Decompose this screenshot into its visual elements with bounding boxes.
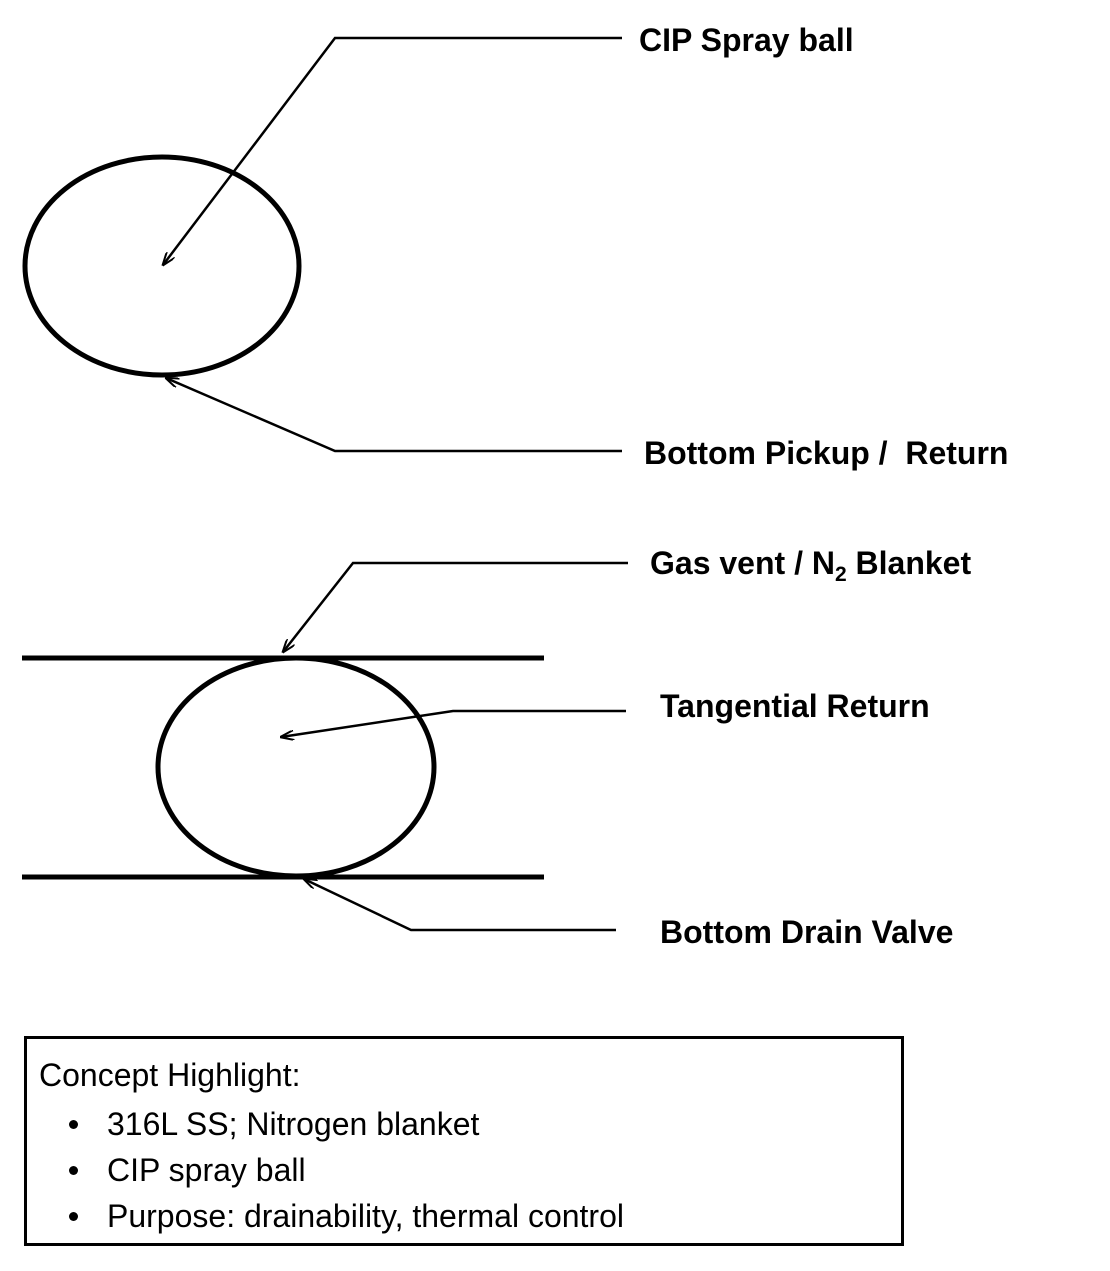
bottom-drain-valve-label: Bottom Drain Valve — [660, 914, 954, 950]
bottom-drain-leader — [304, 879, 616, 932]
cip-spray-ball-leader — [163, 36, 622, 265]
concept-highlight-list: 316L SS; Nitrogen blanket CIP spray ball… — [27, 1101, 624, 1239]
tangential-return-leader — [281, 709, 626, 737]
concept-list-item: CIP spray ball — [27, 1147, 624, 1193]
concept-list-item-text: Purpose: drainability, thermal control — [107, 1198, 624, 1234]
concept-list-item-text: CIP spray ball — [107, 1152, 306, 1188]
side-view-vessel-circle — [155, 655, 437, 879]
gas-vent-label-subscript: 2 — [834, 563, 847, 586]
bottom-pickup-leader — [166, 378, 622, 453]
gas-vent-label-suffix: Blanket — [846, 545, 972, 581]
bullet-icon — [69, 1120, 78, 1129]
gas-vent-leader — [283, 561, 628, 652]
cip-spray-ball-label: CIP Spray ball — [639, 22, 854, 58]
top-view-vessel-circle — [22, 154, 302, 378]
concept-list-item: Purpose: drainability, thermal control — [27, 1193, 624, 1239]
bullet-icon — [69, 1212, 78, 1221]
concept-list-item: 316L SS; Nitrogen blanket — [27, 1101, 624, 1147]
concept-highlight-title: Concept Highlight: — [39, 1057, 301, 1093]
gas-vent-label-text: Gas vent / N — [650, 545, 835, 581]
bottom-pickup-return-label: Bottom Pickup / Return — [644, 435, 1009, 471]
concept-highlight-box: Concept Highlight: 316L SS; Nitrogen bla… — [24, 1036, 904, 1246]
gas-vent-label: Gas vent / N2 Blanket — [650, 545, 972, 585]
concept-list-item-text: 316L SS; Nitrogen blanket — [107, 1106, 480, 1142]
bullet-icon — [69, 1166, 78, 1175]
tangential-return-label: Tangential Return — [660, 688, 930, 724]
